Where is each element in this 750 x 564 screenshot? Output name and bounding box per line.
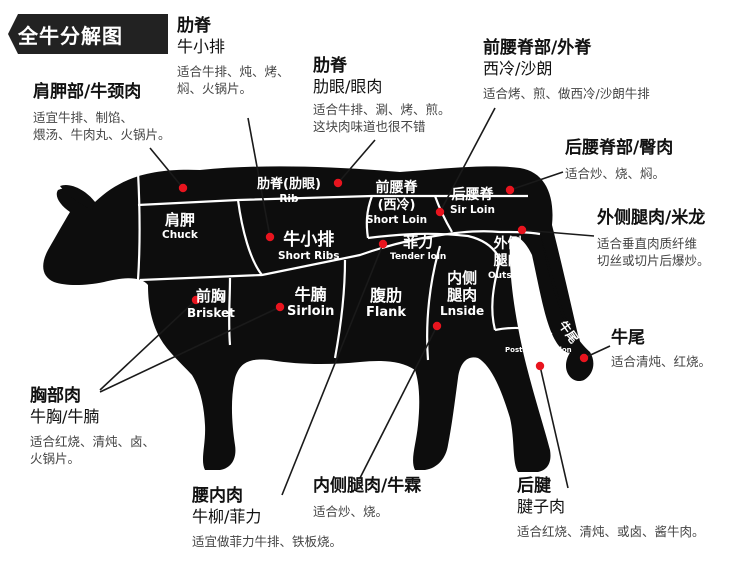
callout-subtitle: 牛小排	[177, 37, 290, 57]
callout-heading: 内侧腿肉/牛霖	[313, 476, 421, 497]
callout-heading: 肋脊	[177, 16, 290, 37]
callout-subtitle: 腱子肉	[517, 497, 705, 517]
callout-tail: 牛尾 适合清炖、红烧。	[611, 328, 711, 370]
callout-desc: 适宜牛排、制馅、 煨汤、牛肉丸、火锅片。	[33, 109, 171, 143]
cut-label-short-loin: 前腰脊 (西冷) Short Loin	[366, 180, 427, 226]
callout-heading: 肩胛部/牛颈肉	[33, 82, 171, 103]
marker-dot-outside	[518, 226, 526, 234]
callout-desc: 适合红烧、清炖、或卤、酱牛肉。	[517, 523, 705, 540]
callout-rib-eye: 肋脊 肋眼/眼肉 适合牛排、涮、烤、煎。 这块肉味道也很不错	[313, 56, 451, 135]
marker-dot-front-loin	[436, 208, 444, 216]
callout-shank: 后腱 腱子肉 适合红烧、清炖、或卤、酱牛肉。	[517, 476, 705, 540]
callout-desc: 适合烤、煎、做西冷/沙朗牛排	[483, 85, 650, 102]
marker-dot-rib-side	[266, 233, 274, 241]
callout-desc: 适合垂直肉质纤维 切丝或切片后爆炒。	[597, 235, 710, 269]
callout-desc: 适合清炖、红烧。	[611, 353, 711, 370]
callout-subtitle: 肋眼/眼肉	[313, 77, 451, 97]
marker-dot-tail	[580, 354, 588, 362]
callout-heading: 后腱	[517, 476, 705, 497]
callout-outside: 外侧腿肉/米龙 适合垂直肉质纤维 切丝或切片后爆炒。	[597, 208, 710, 269]
callout-heading: 胸部肉	[30, 386, 155, 407]
marker-dot-shoulder	[179, 184, 187, 192]
cut-label-rib: 肋脊(肋眼) Rib	[257, 176, 321, 205]
cut-label-short-ribs: 牛小排 Short Ribs	[278, 230, 340, 262]
callout-shoulder: 肩胛部/牛颈肉 适宜牛排、制馅、 煨汤、牛肉丸、火锅片。	[33, 82, 171, 143]
page-title: 全牛分解图	[18, 20, 123, 49]
callout-heading: 肋脊	[313, 56, 451, 77]
cut-label-chuck: 肩胛 Chuck	[162, 212, 198, 241]
callout-subtitle: 牛胸/牛腩	[30, 407, 155, 427]
callout-front-loin: 前腰脊部/外脊 西冷/沙朗 适合烤、煎、做西冷/沙朗牛排	[483, 38, 650, 102]
marker-dot-rib-eye	[334, 179, 342, 187]
cut-label-sir-loin: 后腰脊 Sir Loin	[450, 187, 495, 216]
cut-label-outside: 外侧 腿肉 Outside	[488, 236, 527, 282]
callout-subtitle: 西冷/沙朗	[483, 59, 650, 79]
callout-desc: 适合炒、烧、焖。	[565, 165, 673, 182]
marker-dot-rump	[506, 186, 514, 194]
callout-rib-side: 肋脊 牛小排 适合牛排、炖、烤、 焖、火锅片。	[177, 16, 290, 97]
callout-heading: 牛尾	[611, 328, 711, 349]
cut-label-brisket: 前胸 Brisket	[187, 288, 235, 321]
marker-dot-inside	[433, 322, 441, 330]
leader-shank	[540, 366, 568, 488]
callout-desc: 适合红烧、清炖、卤、 火锅片。	[30, 433, 155, 467]
cut-label-flank: 腹肋 Flank	[366, 286, 406, 321]
marker-dot-chest-b	[276, 303, 284, 311]
callout-rump: 后腰脊部/臀肉 适合炒、烧、焖。	[565, 138, 673, 182]
cut-label-inside: 内侧 腿肉 Lnside	[440, 270, 484, 319]
marker-dot-shank	[536, 362, 544, 370]
callout-inside: 内侧腿肉/牛霖 适合炒、烧。	[313, 476, 421, 520]
callout-heading: 外侧腿肉/米龙	[597, 208, 710, 229]
cut-label-tender-loin: 菲力 Tender loin	[390, 234, 446, 263]
callout-heading: 前腰脊部/外脊	[483, 38, 650, 59]
cut-label-sirloin: 牛腩 Sirloin	[287, 285, 334, 320]
callout-desc: 适合牛排、涮、烤、煎。 这块肉味道也很不错	[313, 101, 451, 135]
callout-heading: 后腰脊部/臀肉	[565, 138, 673, 159]
callout-desc: 适合牛排、炖、烤、 焖、火锅片。	[177, 63, 290, 97]
callout-desc: 适宜做菲力牛排、铁板烧。	[192, 533, 342, 550]
callout-desc: 适合炒、烧。	[313, 503, 421, 520]
callout-chest: 胸部肉 牛胸/牛腩 适合红烧、清炖、卤、 火锅片。	[30, 386, 155, 467]
marker-dot-tenderloin	[379, 240, 387, 248]
